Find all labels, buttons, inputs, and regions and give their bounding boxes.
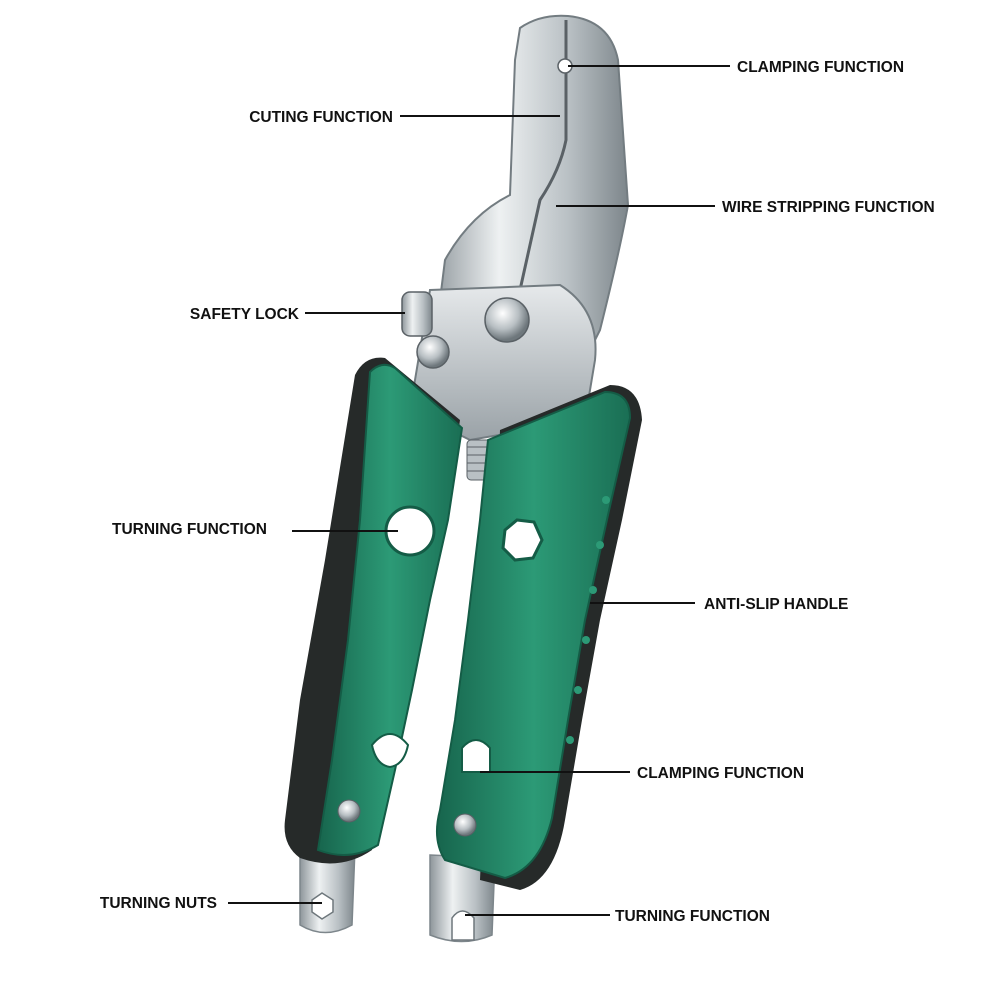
callout-labels: CLAMPING FUNCTION CUTING FUNCTION WIRE S… [100, 59, 935, 925]
label-clamping-bottom: CLAMPING FUNCTION [637, 765, 804, 782]
leader-lines [228, 65, 730, 916]
right-notch-icon [461, 739, 491, 773]
label-turning-left: TURNING FUNCTION [112, 521, 267, 538]
pliers-illustration [284, 14, 642, 943]
pivot-rivet-icon [484, 297, 530, 343]
label-wire-stripping: WIRE STRIPPING FUNCTION [722, 199, 935, 216]
left-bottom-rivet-icon [337, 799, 361, 823]
label-safety-lock: SAFETY LOCK [190, 306, 300, 323]
label-clamping-top: CLAMPING FUNCTION [737, 59, 904, 76]
right-bottom-rivet-icon [453, 813, 477, 837]
small-rivet-icon [416, 335, 450, 369]
right-steel-tip [429, 854, 496, 943]
label-turning-bottom: TURNING FUNCTION [615, 908, 770, 925]
anti-slip-dots-icon [566, 496, 610, 744]
left-handle-green [316, 363, 464, 856]
label-anti-slip: ANTI-SLIP HANDLE [704, 596, 848, 613]
right-handle-green [435, 390, 632, 880]
right-hex-hole-icon [501, 518, 544, 562]
safety-lock-knob-icon [401, 291, 433, 337]
left-notch-icon [370, 733, 410, 769]
jaw-slot [518, 20, 568, 291]
label-cutting: CUTING FUNCTION [249, 109, 393, 126]
bottom-fork-icon [451, 910, 475, 941]
label-turning-nuts: TURNING NUTS [100, 895, 217, 912]
turning-nuts-hex-icon [311, 892, 334, 920]
